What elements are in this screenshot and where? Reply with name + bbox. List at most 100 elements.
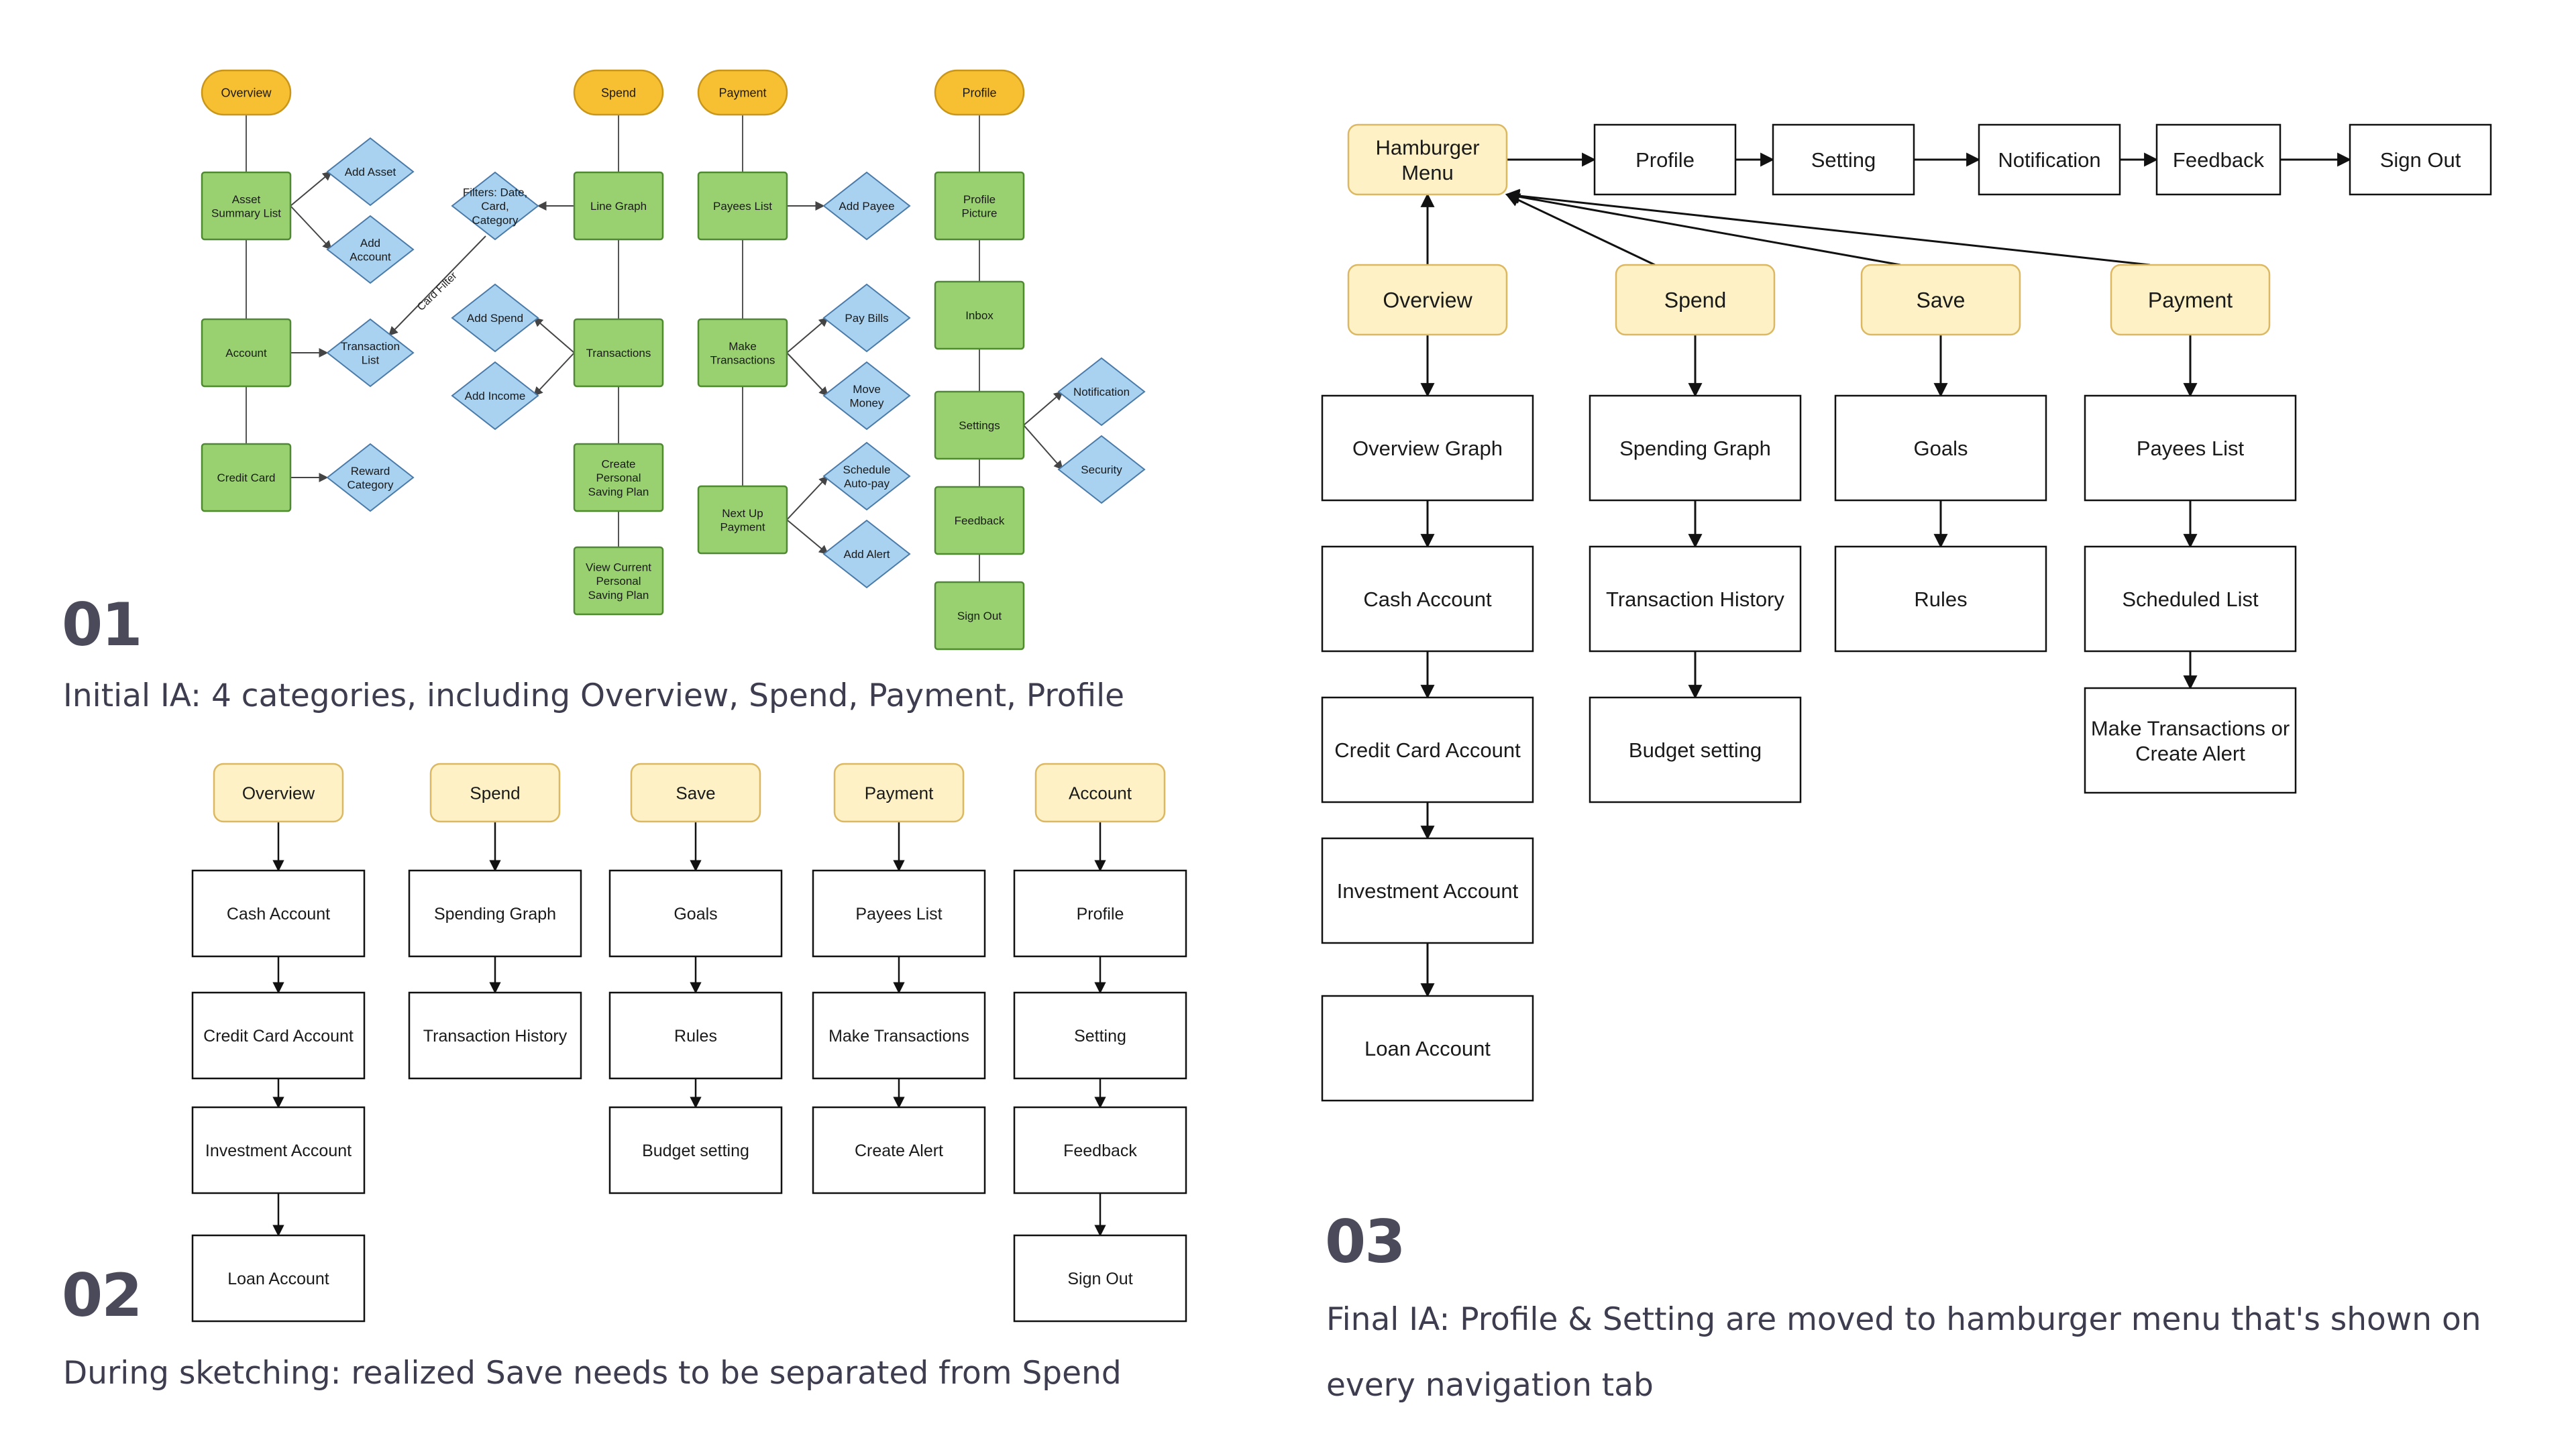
d1-pill-payment-label: Payment <box>718 86 766 99</box>
d2-account-setting-label: Setting <box>1074 1027 1126 1046</box>
connector <box>786 352 828 397</box>
d2-overview-loan-account <box>191 1234 366 1323</box>
connector <box>533 317 575 353</box>
d2-save-rules-shape <box>608 991 783 1080</box>
d1-sign-out-label: Sign Out <box>957 610 1002 622</box>
d1-pill-spend <box>573 69 664 116</box>
d1-account-shape <box>201 318 292 388</box>
d1-add-alert-label: Add Alert <box>844 548 890 561</box>
d3-spend-budget-setting-shape <box>1589 696 1802 803</box>
d2-payment-make-transactions <box>812 991 986 1080</box>
d3-payment-scheduled-list <box>2084 545 2297 653</box>
section-01-number: 01 <box>62 590 142 659</box>
d1-next-up-payment <box>697 485 788 555</box>
d3-menu-setting-label: Setting <box>1811 148 1876 172</box>
section-03-caption-line1: Final IA: Profile & Setting are moved to… <box>1326 1301 2481 1338</box>
d3-overview-tab-label: Overview <box>1383 288 1472 313</box>
d3-spend-tab <box>1615 264 1776 336</box>
d1-sign-out <box>934 581 1025 651</box>
d1-add-income-shape <box>451 361 539 431</box>
d3-overview-credit-card-account-shape <box>1321 696 1534 803</box>
d1-card-filter-label: Card Filter <box>415 270 460 313</box>
connector <box>533 352 575 397</box>
d3-overview-investment-account-label: Investment Account <box>1337 879 1519 903</box>
d2-overview-investment-account-shape <box>191 1106 366 1194</box>
d2-save-rules-label: Rules <box>674 1027 717 1046</box>
d3-spend-transaction-history-shape <box>1589 545 1802 653</box>
d2-overview-investment-account <box>191 1106 366 1194</box>
d2-overview-tab-shape <box>213 763 344 823</box>
d2-overview-cash-account-label: Cash Account <box>227 905 330 924</box>
d1-feedback-label: Feedback <box>955 514 1005 527</box>
connector <box>290 171 333 207</box>
d1-move-money <box>822 361 911 431</box>
d1-pill-payment <box>697 69 788 116</box>
d1-inbox-shape <box>934 280 1025 350</box>
d1-next-up-payment-shape <box>697 485 788 555</box>
d1-line-graph-label: Line Graph <box>590 200 647 213</box>
d1-credit-card-shape <box>201 443 292 512</box>
d3-save-goals-label: Goals <box>1914 437 1968 460</box>
section-02-number: 02 <box>62 1261 142 1330</box>
d1-add-asset <box>326 137 415 207</box>
d2-save-budget-setting <box>608 1106 783 1194</box>
d1-add-alert <box>822 519 911 589</box>
d3-menu-sign-out-shape <box>2349 123 2492 196</box>
d2-overview-loan-account-shape <box>191 1234 366 1323</box>
d1-pay-bills-shape <box>822 283 911 353</box>
d3-overview-credit-card-account-label: Credit Card Account <box>1334 738 1521 762</box>
d1-schedule-autopay-shape <box>822 441 911 511</box>
d1-pill-payment-shape <box>697 69 788 116</box>
d2-account-sign-out-label: Sign Out <box>1067 1270 1132 1288</box>
d2-payment-tab <box>833 763 965 823</box>
d1-pill-overview <box>201 69 292 116</box>
d2-save-tab-label: Save <box>676 783 715 803</box>
save-to-hamburger <box>1505 189 1901 266</box>
d3-spend-spending-graph <box>1589 394 1802 502</box>
d3-menu-notification-shape <box>1978 123 2121 196</box>
spend-to-hamburger <box>1505 193 1656 266</box>
d3-menu-feedback <box>2155 123 2282 196</box>
d1-add-alert-shape <box>822 519 911 589</box>
connector <box>1023 391 1064 426</box>
d1-filters <box>451 171 539 241</box>
d2-account-feedback-label: Feedback <box>1063 1141 1137 1160</box>
d2-account-sign-out <box>1013 1234 1187 1323</box>
d2-save-goals-label: Goals <box>674 905 717 924</box>
d1-line-graph-shape <box>573 171 664 241</box>
payment-to-hamburger <box>1505 188 2151 266</box>
d1-add-payee <box>822 171 911 241</box>
d2-account-setting <box>1013 991 1187 1080</box>
d2-account-profile <box>1013 869 1187 958</box>
d1-pill-profile-label: Profile <box>962 86 996 99</box>
d3-menu-profile-shape <box>1593 123 1737 196</box>
d1-line-graph <box>573 171 664 241</box>
d1-add-spend-label: Add Spend <box>467 312 523 325</box>
d3-hamburger-menu-shape <box>1347 123 1508 196</box>
d1-create-plan <box>573 443 664 512</box>
d2-spend-tab-label: Spend <box>470 783 520 803</box>
d3-menu-feedback-label: Feedback <box>2173 148 2265 172</box>
d1-filters-label: Filters: Date,Card,Category <box>463 186 527 226</box>
section-03-number: 03 <box>1325 1207 1405 1276</box>
d1-security-label: Security <box>1081 463 1122 476</box>
d1-add-account <box>326 215 415 284</box>
section-03-caption-line2: every navigation tab <box>1326 1367 1654 1404</box>
d3-menu-notification-label: Notification <box>1998 148 2100 172</box>
d3-overview-tab <box>1347 264 1508 336</box>
d3-overview-loan-account-shape <box>1321 995 1534 1102</box>
d3-payment-payees-list-shape <box>2084 394 2297 502</box>
section-02-caption: During sketching: realized Save needs to… <box>63 1355 1122 1392</box>
d2-account-tab-shape <box>1034 763 1166 823</box>
d1-transactions-label: Transactions <box>586 347 651 359</box>
d1-create-plan-shape <box>573 443 664 512</box>
d1-pill-overview-shape <box>201 69 292 116</box>
d2-payment-payees-list <box>812 869 986 958</box>
